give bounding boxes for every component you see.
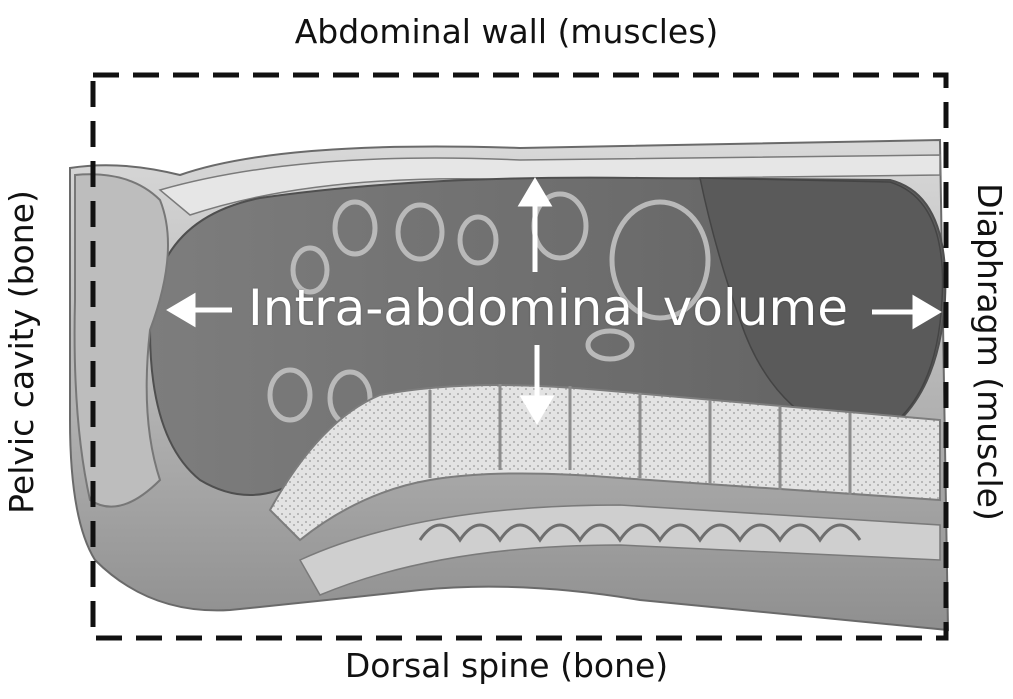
label-pelvic-cavity: Pelvic cavity (bone) xyxy=(2,92,42,612)
label-dorsal-spine: Dorsal spine (bone) xyxy=(0,646,1013,686)
label-diaphragm: Diaphragm (muscle) xyxy=(969,92,1009,612)
label-intra-abdominal-volume: Intra-abdominal volume xyxy=(228,278,868,338)
label-abdominal-wall: Abdominal wall (muscles) xyxy=(0,12,1013,52)
